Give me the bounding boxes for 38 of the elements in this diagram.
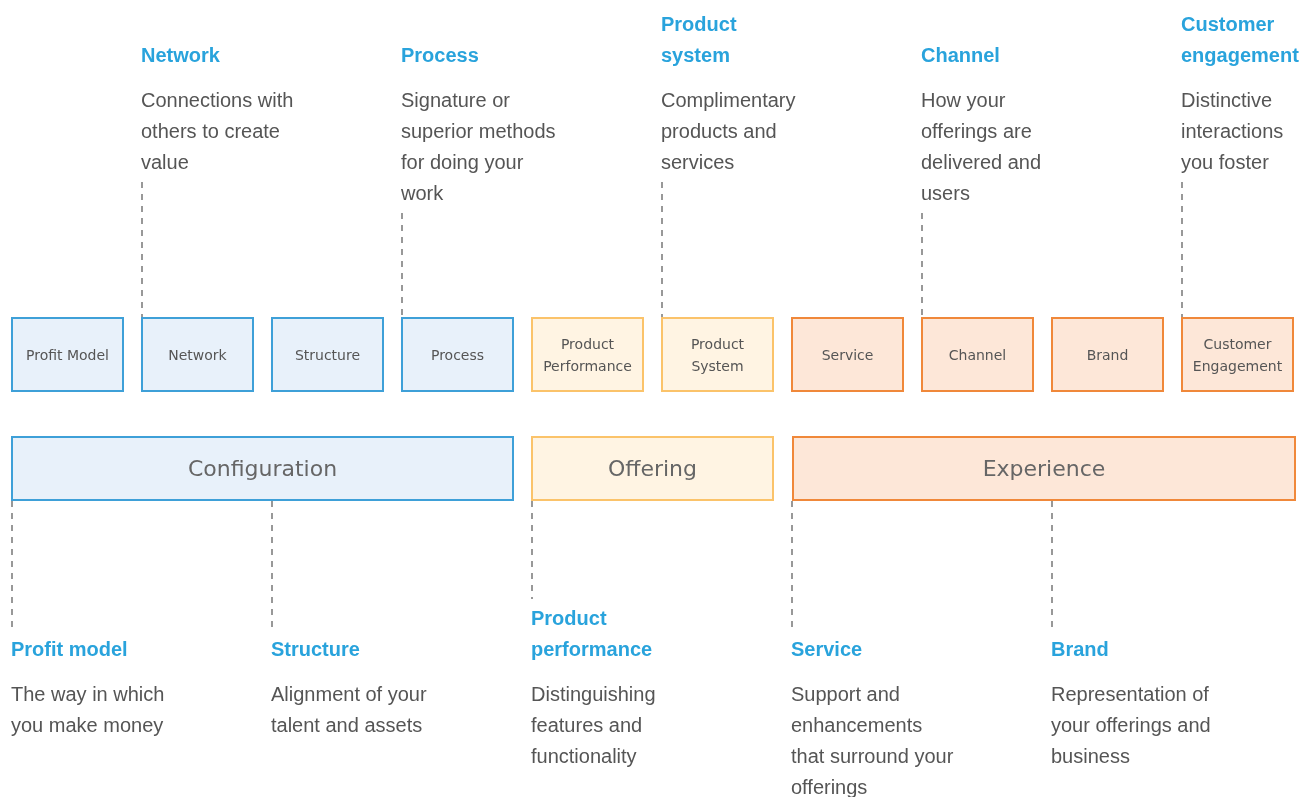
category-heading: Structure [271,637,361,662]
category-heading: Customer engagement [1181,12,1300,68]
leader-line [531,500,533,600]
category-heading: Profit model [11,637,129,662]
leader-line [401,212,403,318]
category-heading: Product system [661,12,738,68]
innovation-type-box: Product System [661,317,774,392]
category-heading: Network [141,43,221,68]
innovation-type-box: Brand [1051,317,1164,392]
leader-line [141,181,143,318]
description-text: Alignment of your talent and assets [271,682,428,738]
category-bar: Experience [792,436,1296,501]
innovation-type-box: Profit Model [11,317,124,392]
leader-line [921,212,923,318]
innovation-type-box: Customer Engagement [1181,317,1294,392]
description-text: Distinctive interactions you foster [1181,88,1285,175]
innovation-type-box: Structure [271,317,384,392]
innovation-type-box: Product Performance [531,317,644,392]
description-text: How your offerings are delivered and users [921,88,1043,206]
description-text: Signature or superior methods for doing your work [401,88,557,206]
category-heading: Product performance [531,606,654,662]
innovation-type-box: Process [401,317,514,392]
innovation-type-box: Channel [921,317,1034,392]
description-text: Representation of your offerings and business [1051,682,1212,769]
innovation-type-box: Network [141,317,254,392]
category-heading: Channel [921,43,1001,68]
leader-line [661,181,663,318]
innovation-type-box: Service [791,317,904,392]
category-heading: Process [401,43,480,68]
description-text: Connections with others to create value [141,88,295,175]
category-heading: Brand [1051,637,1110,662]
description-text: The way in which you make money [11,682,166,738]
leader-line [1181,181,1183,318]
category-bar: Offering [531,436,774,501]
category-heading: Service [791,637,864,662]
description-text: Complimentary products and services [661,88,797,175]
description-text: Distinguishing features and functionality [531,682,657,769]
category-bar: Configuration [11,436,514,501]
